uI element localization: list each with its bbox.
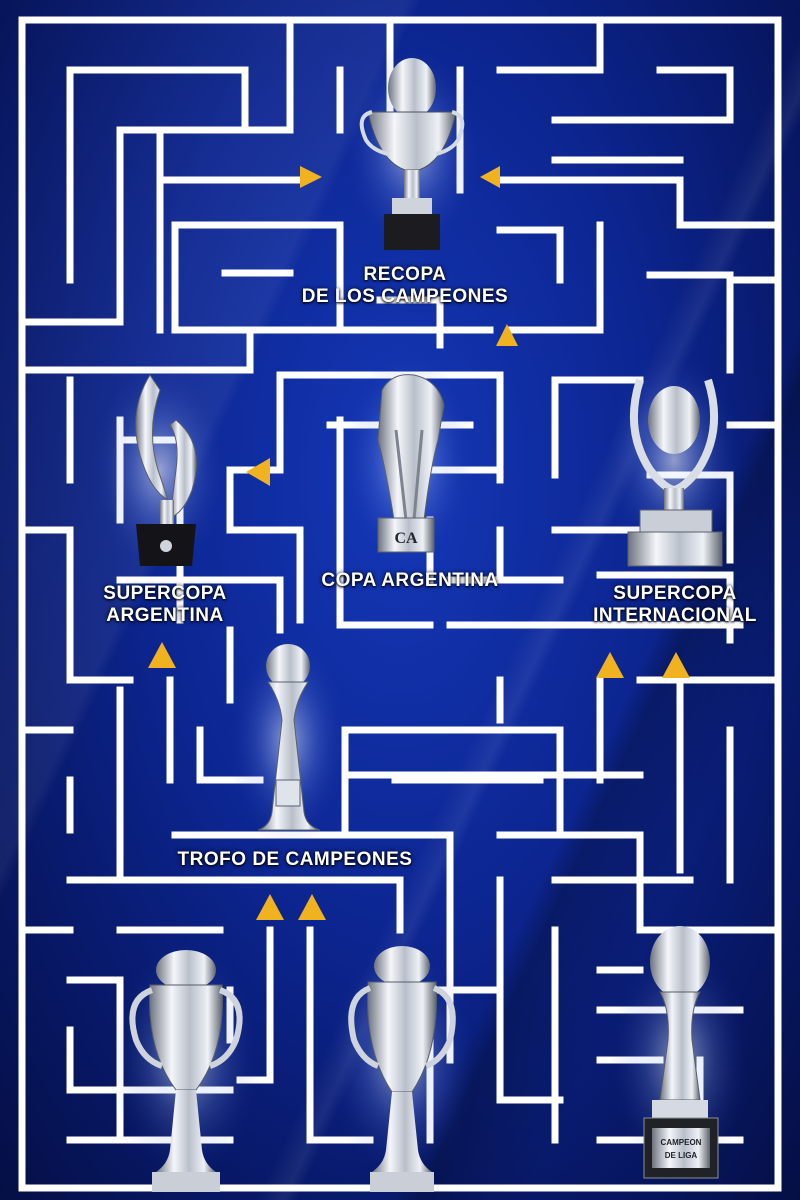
maze-wall: [646, 271, 734, 374]
recopa-label-line1: RECOPA: [363, 264, 447, 285]
bottom-right-plate-line1: CAMPEON: [661, 1138, 702, 1147]
supercopa-internacional-trophy: [604, 350, 744, 570]
maze-wall: [18, 526, 74, 684]
arrow-left-icon: [480, 166, 500, 188]
maze-wall: [116, 576, 284, 634]
recopa-trophy: [342, 45, 482, 255]
photo-credit: [588, 1186, 798, 1200]
maze-wall: [551, 66, 734, 124]
maze-wall: [506, 221, 604, 334]
recopa-label-line2: DE LOS CAMPEONES: [301, 286, 509, 307]
recopa-label: RECOPA DE LOS CAMPEONES: [250, 264, 560, 308]
maze-wall: [496, 16, 604, 74]
supercopa-internacional-label-line1: SUPERCOPA: [613, 583, 737, 604]
bottom-right-trophy: CAMPEON DE LIGA: [610, 926, 750, 1180]
maze-wall: [156, 16, 294, 334]
arrow-up-icon: [148, 642, 176, 668]
maze-wall: [66, 876, 404, 934]
supercopa-argentina-label-line2: ARGENTINA: [106, 605, 224, 626]
supercopa-internacional-label: SUPERCOPA INTERNACIONAL: [560, 583, 790, 627]
trofeo-campeones-label: TROFO DE CAMPEONES: [150, 849, 440, 871]
arrow-up-icon: [298, 894, 326, 920]
maze-wall: [496, 226, 564, 284]
bottom-middle-cup-trophy: [327, 940, 477, 1192]
copa-argentina-label: COPA ARGENTINA: [290, 570, 530, 592]
maze-wall: [276, 371, 504, 484]
trofeo-campeones-trophy: [228, 630, 348, 850]
trofeo-campeones-label-line1: TROFO DE CAMPEONES: [177, 849, 413, 870]
supercopa-argentina-label: SUPERCOPA ARGENTINA: [70, 583, 260, 627]
arrow-right-icon: [300, 166, 322, 188]
arrow-up-icon: [256, 894, 284, 920]
supercopa-argentina-trophy: [90, 360, 230, 580]
bottom-right-plate-line2: DE LIGA: [665, 1151, 698, 1160]
supercopa-argentina-label-line1: SUPERCOPA: [103, 583, 227, 604]
maze-wall: [226, 371, 284, 474]
bottom-left-cup-trophy: [111, 940, 261, 1192]
maze-wall: [226, 466, 304, 624]
arrow-up-icon: [662, 652, 690, 678]
maze-wall: [18, 326, 254, 374]
supercopa-internacional-label-line2: INTERNACIONAL: [593, 605, 757, 626]
copa-argentina-label-line1: COPA ARGENTINA: [321, 570, 499, 591]
copa-argentina-badge: CA: [394, 530, 418, 547]
copa-argentina-trophy: CA: [343, 350, 473, 570]
arrow-left-icon: [246, 458, 270, 486]
maze-wall: [496, 176, 782, 229]
arrow-up-icon: [496, 324, 518, 346]
arrows: [148, 166, 690, 920]
arrow-up-icon: [596, 652, 624, 678]
